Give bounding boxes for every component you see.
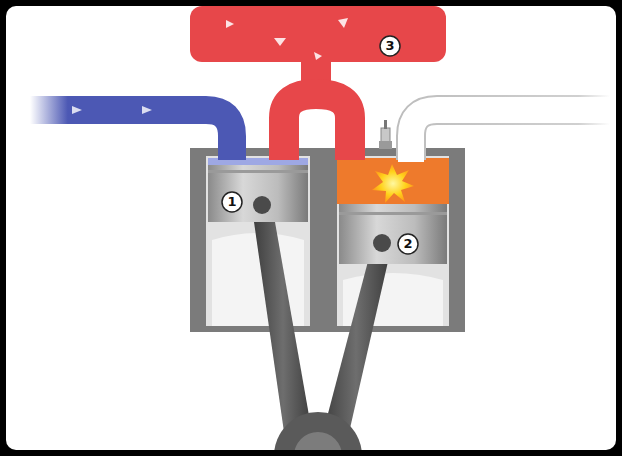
piston-ring <box>339 212 447 215</box>
connecting-rod <box>252 205 314 446</box>
piston <box>339 204 447 264</box>
piston <box>208 158 308 222</box>
flow-arrow <box>314 52 322 60</box>
spark-plug <box>381 128 390 142</box>
callout-number: 2 <box>398 234 418 254</box>
callout-circle <box>222 192 242 212</box>
combustion-chamber <box>337 158 449 204</box>
callout-number: 3 <box>380 36 400 56</box>
crankshaft <box>274 412 362 450</box>
cylinder-block <box>322 148 465 332</box>
flow-arrow <box>338 18 348 28</box>
flow-arrow <box>274 38 286 46</box>
callout-circle <box>380 36 400 56</box>
piston-pin <box>253 196 271 214</box>
flow-arrow <box>72 106 82 114</box>
callout-number: 1 <box>222 192 242 212</box>
manifold-branch <box>284 94 350 160</box>
callout-circle <box>398 234 418 254</box>
intake-pipe <box>30 110 232 160</box>
flow-arrow <box>142 106 152 114</box>
spark-plug-tip <box>384 120 387 129</box>
crankshaft-journal <box>294 432 342 450</box>
panel <box>6 6 616 450</box>
flow-arrow <box>226 20 234 28</box>
ignition-flash <box>372 164 414 203</box>
spark-plug <box>379 141 392 149</box>
exhaust-pipe <box>411 110 612 162</box>
cylinder-bore <box>337 156 449 326</box>
piston-pin <box>373 234 391 252</box>
piston-ring <box>208 170 308 173</box>
